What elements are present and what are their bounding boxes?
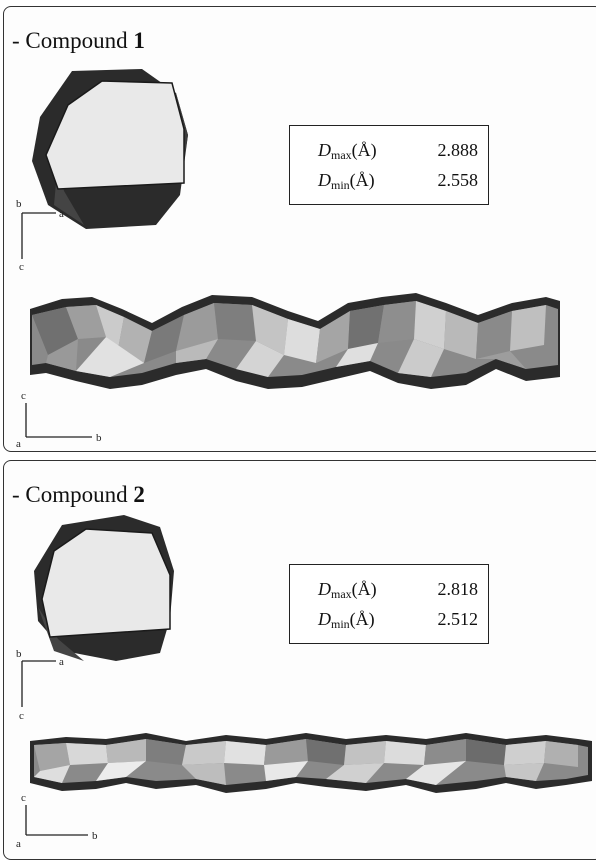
compound-number: 1	[133, 28, 145, 53]
dmin-row: Dmin(Å) 2.512	[290, 605, 488, 635]
dmax-subscript: max	[331, 587, 352, 601]
side-view-axes: c b a	[12, 789, 122, 851]
panel-title: - Compound 2	[12, 483, 145, 506]
title-prefix: - Compound	[12, 28, 134, 53]
axis-label-down: c	[19, 261, 24, 272]
dmax-label: Dmax(Å)	[318, 140, 377, 163]
side-axis-label-up: c	[21, 390, 26, 402]
compound-number: 2	[133, 482, 145, 507]
dmax-row: Dmax(Å) 2.818	[290, 575, 488, 605]
dmax-subscript: max	[331, 148, 352, 162]
cross-section-axes: b a c	[16, 197, 76, 272]
title-prefix: - Compound	[12, 482, 134, 507]
compound-2-panel: - Compound 2 b a c Dmax(Å) 2.818 Dmin(Å)…	[3, 460, 596, 860]
dmax-symbol: D	[318, 140, 331, 160]
cross-section-axes: b a c	[16, 647, 76, 722]
axis-label-up: b	[16, 648, 22, 660]
dmax-value: 2.818	[437, 579, 479, 599]
side-view-axes: c b a	[12, 387, 122, 449]
channel-side-view	[26, 289, 566, 394]
dmin-label: Dmin(Å)	[318, 170, 375, 193]
dmin-unit: (Å)	[349, 609, 375, 629]
side-axis-label-up: c	[21, 792, 26, 804]
dmin-symbol: D	[318, 609, 331, 629]
dmin-symbol: D	[318, 170, 331, 190]
channel-cross-section	[24, 65, 194, 235]
dmin-value: 2.558	[437, 170, 479, 190]
channel-cross-section	[24, 511, 194, 681]
dmax-value: 2.888	[437, 140, 479, 160]
compound-1-panel: - Compound 1 b a c Dmax(Å) 2.888 Dmin(Å)…	[3, 6, 596, 452]
dmin-row: Dmin(Å) 2.558	[290, 166, 488, 196]
dmax-symbol: D	[318, 579, 331, 599]
dmin-subscript: min	[331, 178, 350, 192]
dmax-unit: (Å)	[351, 579, 377, 599]
dmin-subscript: min	[331, 617, 350, 631]
channel-side-view	[26, 731, 596, 798]
distance-table: Dmax(Å) 2.818 Dmin(Å) 2.512	[289, 564, 489, 644]
side-axis-label-origin: a	[16, 438, 21, 449]
side-axis-label-right: b	[92, 830, 98, 842]
axis-label-up: b	[16, 198, 22, 210]
dmin-value: 2.512	[437, 609, 479, 629]
dmin-unit: (Å)	[349, 170, 375, 190]
axis-label-right: a	[59, 208, 64, 220]
axis-label-right: a	[59, 656, 64, 668]
panel-title: - Compound 1	[12, 29, 145, 52]
dmax-label: Dmax(Å)	[318, 579, 377, 602]
distance-table: Dmax(Å) 2.888 Dmin(Å) 2.558	[289, 125, 489, 205]
side-axis-label-origin: a	[16, 838, 21, 850]
axis-label-down: c	[19, 710, 24, 722]
dmin-label: Dmin(Å)	[318, 609, 375, 632]
dmax-row: Dmax(Å) 2.888	[290, 136, 488, 166]
dmax-unit: (Å)	[351, 140, 377, 160]
side-axis-label-right: b	[96, 432, 102, 444]
